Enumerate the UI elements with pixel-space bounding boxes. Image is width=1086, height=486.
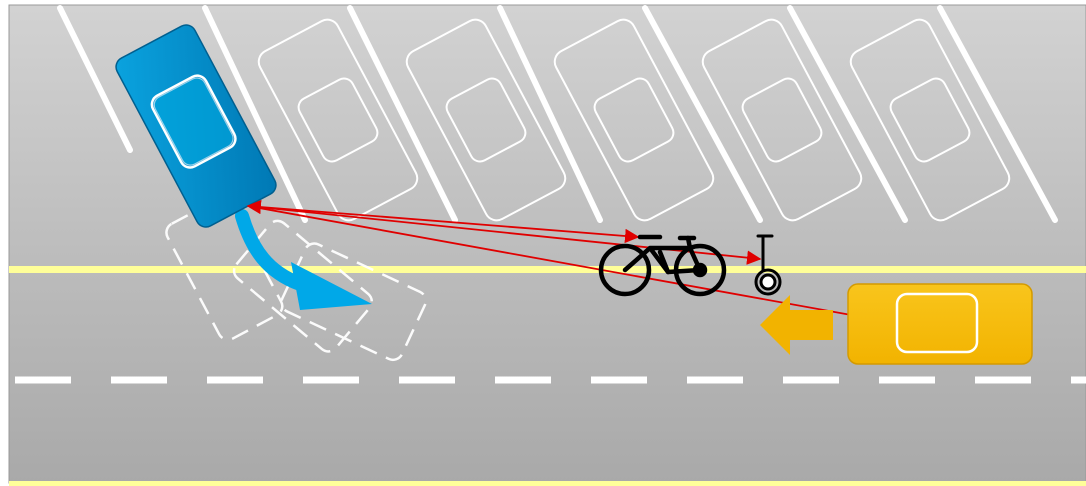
left-arrow-icon bbox=[760, 295, 833, 355]
parked-cars bbox=[257, 18, 1011, 222]
bicycle-icon bbox=[598, 234, 727, 297]
scooter-icon bbox=[754, 234, 782, 296]
yellow-bottom-edge bbox=[9, 481, 1086, 486]
parked-car-outline bbox=[553, 18, 715, 222]
oncoming-car bbox=[847, 283, 1033, 365]
motion-arrow bbox=[235, 209, 372, 310]
parked-car-outline bbox=[849, 18, 1011, 222]
parked-car-outline bbox=[701, 18, 863, 222]
parking-bay-lines bbox=[57, 5, 1058, 223]
yellow-lane-line bbox=[9, 266, 1086, 273]
reversing-car bbox=[115, 24, 277, 228]
